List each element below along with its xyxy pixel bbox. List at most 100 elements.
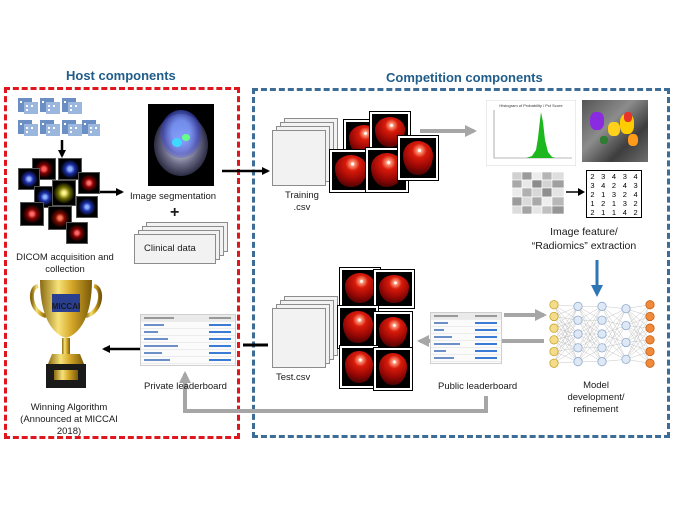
clinical-data-doc — [134, 234, 216, 264]
private-leaderboard-label: Private leaderboard — [144, 381, 227, 392]
hospital-icon — [18, 120, 38, 136]
public-leaderboard-label: Public leaderboard — [438, 381, 518, 392]
dicom-slice — [78, 172, 100, 194]
winning-algorithm-label: Winning Algorithm (Announced at MICCAI 2… — [20, 402, 118, 437]
network-node — [645, 311, 655, 322]
matrix-cell: 3 — [633, 181, 638, 190]
histogram-thumbnail: Histogram of Probability / Pct Score — [486, 100, 576, 166]
matrix-cell: 3 — [601, 172, 606, 181]
network-node — [645, 346, 655, 357]
matrix-cell: 1 — [590, 199, 595, 208]
dicom-slice — [66, 222, 88, 244]
matrix-cell: 2 — [601, 199, 606, 208]
network-node — [621, 304, 631, 314]
matrix-cell: 1 — [601, 190, 606, 199]
hospital-icon — [40, 120, 60, 136]
matrix-cell: 1 — [601, 208, 606, 217]
matrix-cell: 2 — [590, 208, 595, 217]
network-node — [621, 320, 631, 331]
network-node — [621, 354, 631, 364]
network-node — [645, 300, 655, 310]
matrix-cell: 3 — [590, 181, 595, 190]
dicom-slice — [18, 168, 40, 190]
texture-grid-image — [512, 172, 564, 214]
network-node — [549, 358, 559, 368]
segmentation-overlay-image — [582, 100, 648, 162]
test-tumor — [373, 347, 413, 391]
neural-network-icon — [549, 300, 655, 368]
test-doc — [272, 308, 326, 368]
network-node — [645, 335, 655, 345]
matrix-cell: 1 — [611, 208, 617, 217]
test-csv-label: Test.csv — [276, 372, 311, 383]
network-node — [597, 301, 607, 311]
dicom-slice — [52, 180, 76, 206]
network-node — [597, 343, 607, 353]
network-node — [645, 358, 655, 368]
matrix-cell: 3 — [622, 199, 627, 208]
histogram-title: Histogram of Probability / Pct Score — [499, 103, 563, 108]
network-node — [645, 323, 655, 333]
network-node — [597, 329, 607, 339]
training-csv-label: Training .csv — [285, 190, 319, 213]
host-components-region — [4, 87, 240, 439]
model-label: Model development/ refinement — [567, 380, 625, 415]
network-node — [549, 300, 559, 310]
feedback-loop-line — [179, 371, 488, 413]
test-tumor — [373, 269, 415, 309]
test-tumor — [373, 311, 413, 353]
network-node — [549, 311, 559, 322]
segmentation-scan — [148, 104, 214, 186]
matrix-cell: 2 — [622, 190, 627, 199]
trophy-text: MICCAI — [52, 302, 80, 311]
clinical-data-label: Clinical data — [144, 243, 196, 254]
network-node — [549, 346, 559, 357]
dicom-slice — [20, 202, 44, 226]
matrix-cell: 4 — [611, 172, 617, 181]
image-feature-label: Image feature/ “Radiomics” extraction — [531, 226, 637, 252]
matrix-cell: 4 — [633, 172, 638, 181]
texture-to-matrix-arrow — [566, 188, 585, 196]
dicom-image-stack — [18, 156, 102, 244]
dicom-slice — [58, 158, 82, 180]
dicom-label: DICOM acquisition and collection — [16, 252, 114, 275]
matrix-cell: 4 — [622, 181, 627, 190]
trophy-icon: MICCAI — [29, 280, 103, 388]
matrix-cell: 4 — [633, 190, 638, 199]
network-node — [573, 357, 583, 367]
matrix-cell: 1 — [611, 199, 617, 208]
network-node — [549, 335, 559, 345]
training-doc — [272, 130, 326, 186]
hospital-icon — [82, 120, 100, 136]
matrix-cell: 3 — [622, 172, 627, 181]
competition-components-title: Competition components — [386, 70, 543, 85]
matrix-cell: 2 — [633, 199, 638, 208]
network-node — [573, 343, 583, 353]
matrix-cell: 2 — [590, 172, 595, 181]
matrix-cell: 4 — [622, 208, 627, 217]
test-tumor — [339, 345, 379, 389]
matrix-cell: 2 — [590, 190, 595, 199]
network-node — [573, 329, 583, 339]
matrix-cell: 4 — [601, 181, 606, 190]
matrix-cell: 2 — [633, 208, 638, 217]
test-tumor — [339, 267, 381, 309]
matrix-cell: 2 — [611, 181, 617, 190]
hospital-icons — [18, 98, 100, 136]
hospital-icon — [18, 98, 38, 114]
dicom-slice — [48, 206, 72, 230]
public-leaderboard-table — [430, 312, 502, 364]
network-node — [549, 323, 559, 333]
hospital-icon — [62, 120, 82, 136]
training-tumor — [397, 135, 439, 181]
image-segmentation-label: Image segmentation — [130, 191, 217, 202]
matrix-cell: 3 — [611, 190, 617, 199]
training-tumor — [329, 149, 373, 193]
private-leaderboard-table — [140, 314, 236, 366]
network-node — [573, 301, 583, 311]
dicom-slice — [76, 196, 98, 218]
network-node — [597, 315, 607, 325]
hospital-icon — [62, 98, 82, 114]
host-components-title: Host components — [66, 68, 176, 83]
plus-sign: + — [170, 204, 180, 221]
